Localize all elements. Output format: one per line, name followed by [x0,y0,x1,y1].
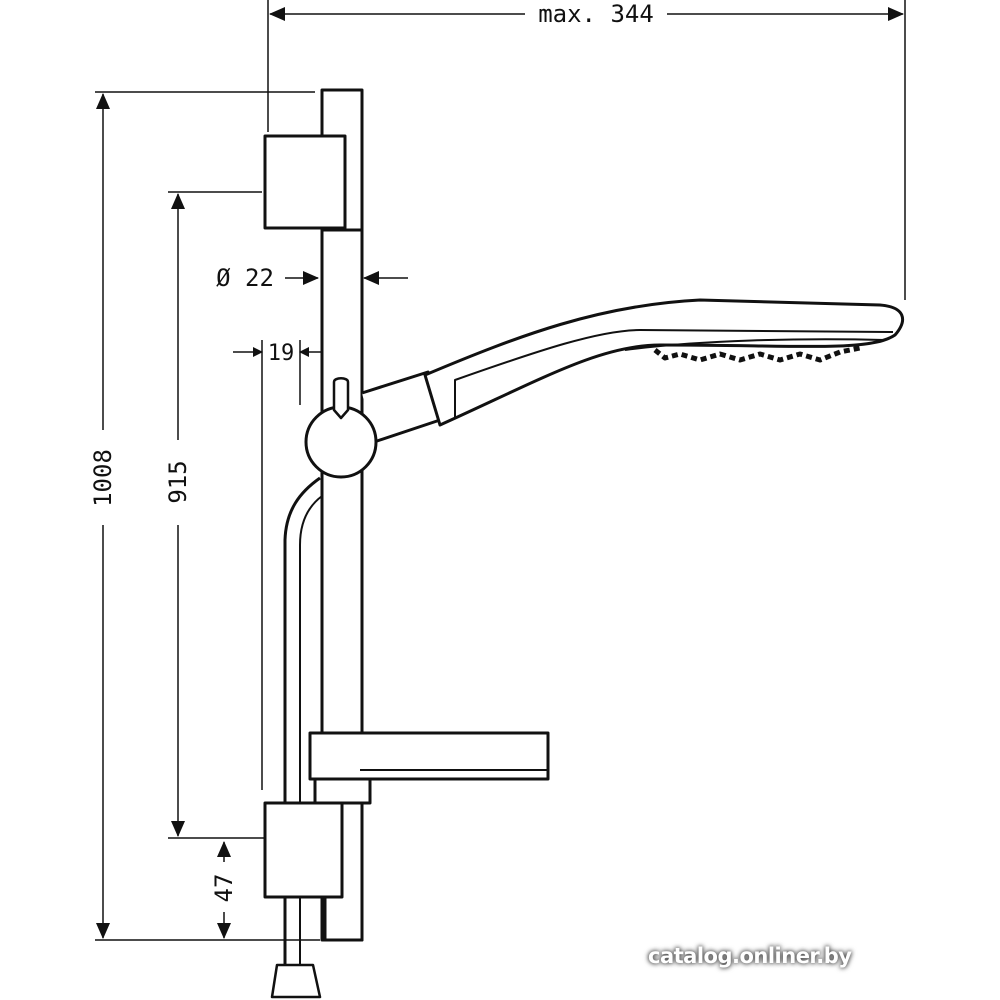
release-pin [332,377,350,420]
wall-offset-label: 19 [268,341,295,366]
top-wall-bracket [263,134,347,230]
watermark: catalog.onliner.by [648,944,852,968]
bottom-offset-label: 47 [210,874,238,903]
width-dimension-label: max. 344 [538,0,654,28]
hose [283,476,321,965]
soap-dish [308,731,550,781]
shower-set [263,88,905,999]
hand-shower [423,298,905,427]
bottom-wall-bracket [263,801,344,899]
dimension-lines [95,0,906,941]
hose-connector [270,963,322,999]
total-height-label: 1008 [89,449,117,507]
spray-nozzles [653,345,861,363]
rail-length-label: 915 [164,460,192,503]
tube-diameter-label: Ø 22 [216,264,274,292]
